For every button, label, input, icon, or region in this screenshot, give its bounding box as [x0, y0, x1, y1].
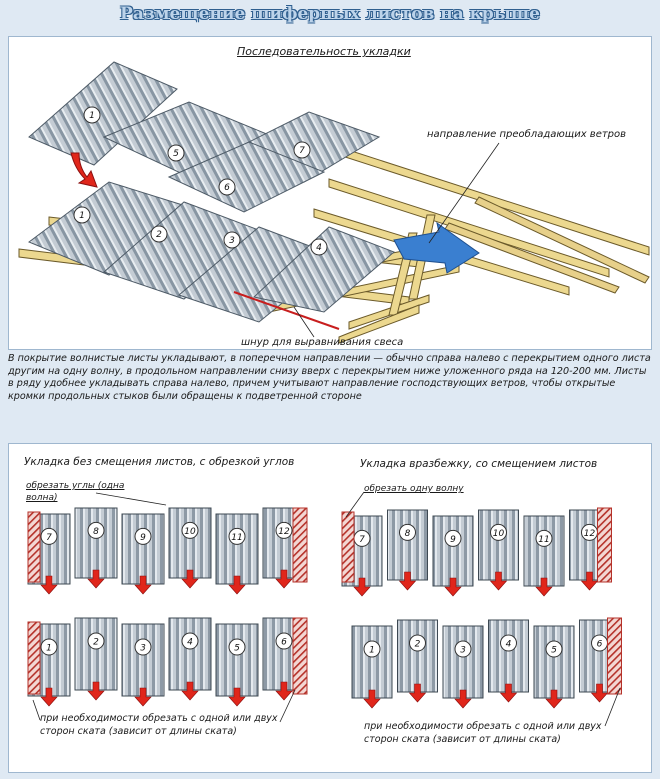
- cord-leader-line: [293, 306, 315, 338]
- page-title: Размещение шиферных листов на крыше: [120, 4, 540, 24]
- left-scheme-footer: при необходимости обрезать с одной или д…: [40, 713, 278, 737]
- sheet-4: [252, 226, 395, 313]
- roof-rafters: [444, 196, 650, 294]
- sheet-label: 5: [173, 149, 179, 159]
- eaves-cord-label: шнур для выравнивания свеса: [241, 337, 404, 348]
- sheet-label: 7: [299, 146, 305, 156]
- sheet-6: [167, 141, 326, 213]
- wind-direction-label: направление преобладающих ветров: [427, 129, 627, 140]
- sheet-label: 1: [89, 111, 95, 121]
- sheet-label: 4: [316, 243, 322, 253]
- sheet-label: 6: [224, 183, 230, 193]
- right-scheme-footer: при необходимости обрезать с одной или д…: [364, 721, 602, 745]
- laying-description: В покрытие волнистые листы укладывают, в…: [8, 353, 651, 402]
- right-cut-note: обрезать одну волну: [364, 484, 464, 494]
- placement-arrow: [70, 152, 98, 188]
- roof-illustration: 1 5 7 1 6 2 3 4: [18, 61, 650, 344]
- laying-sequence-caption: Последовательность укладки: [237, 45, 411, 58]
- roof-sheets: [27, 61, 395, 323]
- wind-leader-line: [428, 142, 500, 244]
- sheet-label: 3: [229, 236, 235, 246]
- wind-arrow-icon: [393, 221, 480, 274]
- left-scheme-caption: Укладка без смещения листов, с обрезкой …: [24, 456, 295, 468]
- right-scheme-caption: Укладка вразбежку, со смещением листов: [360, 458, 598, 470]
- sheet-label: 1: [79, 211, 85, 221]
- left-cut-note: обрезать углы (одна волна): [26, 481, 125, 503]
- sheet-number-markers: [73, 106, 328, 256]
- laying-sequence-panel: Последовательность укладки: [8, 36, 652, 350]
- sheet-label: 2: [156, 230, 162, 240]
- eaves-cord-line: [233, 291, 340, 330]
